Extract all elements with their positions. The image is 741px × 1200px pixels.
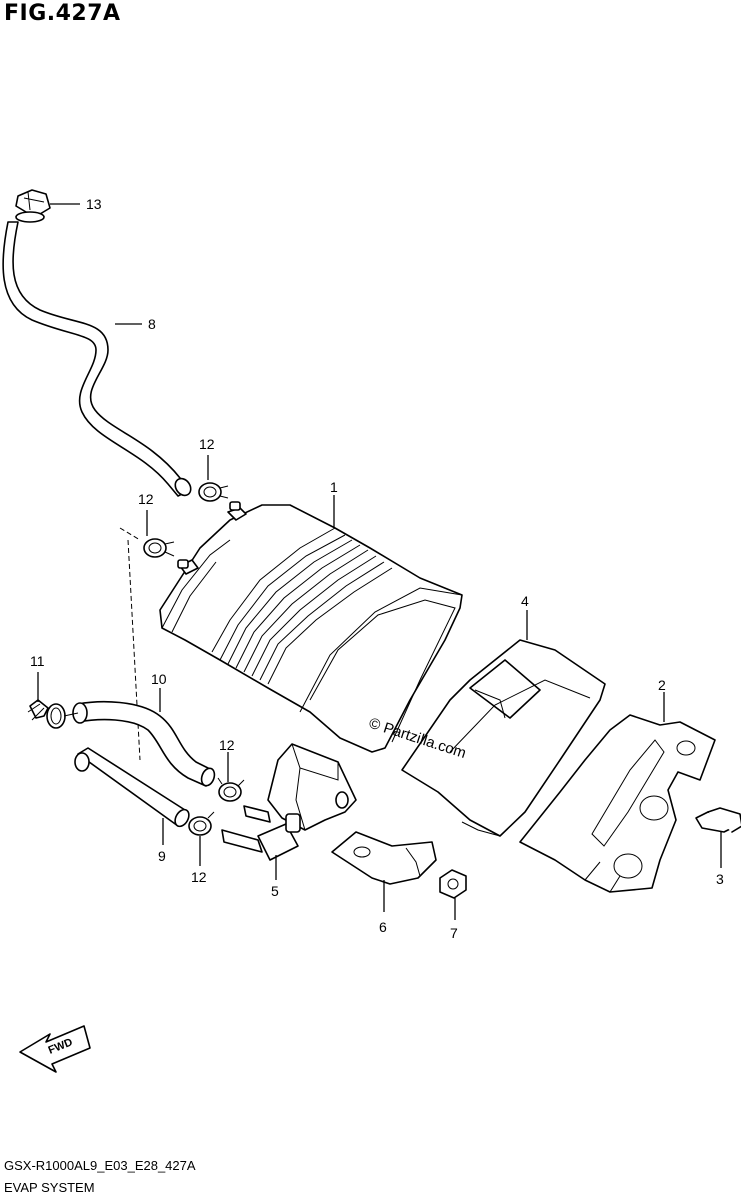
part-12-clamp-left[interactable] [143,538,175,558]
part-4-cover[interactable] [401,639,606,837]
callout-12-left: 12 [138,491,154,507]
part-12-clamp-mid[interactable] [217,777,245,802]
callout-4: 4 [521,593,529,609]
callout-9: 9 [158,848,166,864]
fwd-arrow-icon: FWD [19,1025,91,1073]
part-3-bolt[interactable] [695,807,741,833]
part-2-bracket[interactable] [519,714,716,893]
callout-12-lower: 12 [191,869,207,885]
part-9-hose[interactable] [74,747,192,829]
part-1-canister[interactable] [159,501,463,753]
callout-10: 10 [151,671,167,687]
part-8-hose[interactable] [2,221,194,498]
callout-3: 3 [716,871,724,887]
part-12-clamp-lower[interactable] [188,811,215,836]
callout-7: 7 [450,925,458,941]
callout-2: 2 [658,677,666,693]
part-5-valve[interactable] [221,743,357,861]
callout-13: 13 [86,196,102,212]
part-11-clip[interactable] [27,699,66,729]
part-7-nut[interactable] [439,869,467,899]
callout-8: 8 [148,316,156,332]
callout-12-upper: 12 [199,436,215,452]
part-12-clamp-upper[interactable] [198,482,229,502]
callout-12-mid: 12 [219,737,235,753]
diagram-code: GSX-R1000AL9_E03_E28_427A [4,1158,196,1173]
callout-6: 6 [379,919,387,935]
part-13-clip[interactable] [15,189,51,223]
part-10-hose[interactable] [72,701,217,788]
callout-1: 1 [330,479,338,495]
callout-11: 11 [30,653,45,669]
callout-5: 5 [271,883,279,899]
diagram-caption: EVAP SYSTEM [4,1180,95,1195]
figure-title: FIG.427A [4,1,121,26]
part-6-bracket[interactable] [331,831,437,885]
